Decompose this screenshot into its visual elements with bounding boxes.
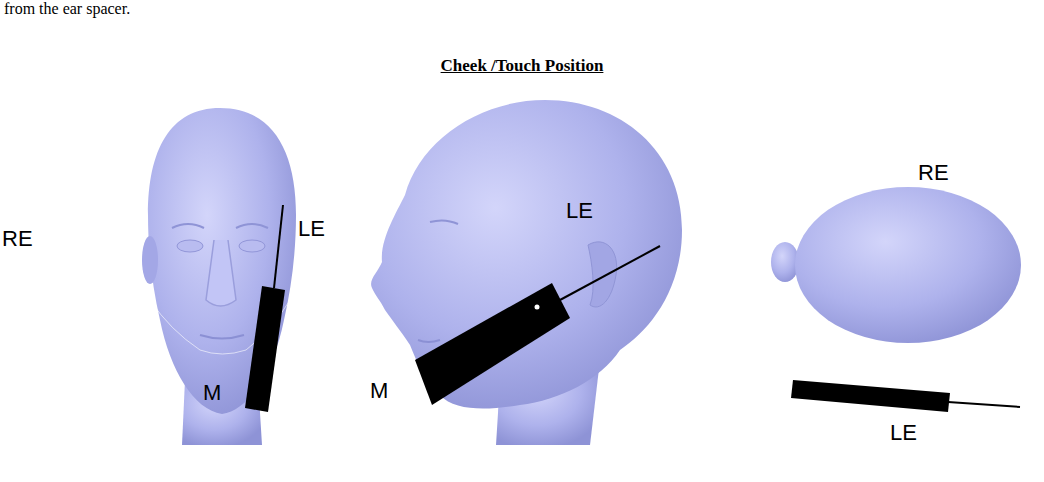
head-outline [795,187,1021,343]
side-head [371,100,682,445]
eye [177,240,203,252]
head-outline [371,100,682,409]
position-label: M [203,382,221,404]
brow [172,224,204,228]
phone [791,380,950,412]
position-label: RE [2,228,33,250]
mouth [200,335,244,339]
ear [588,242,617,307]
antenna [274,205,283,288]
position-label: LE [298,218,325,240]
eye [239,240,265,252]
front-head [142,108,296,445]
antenna [560,246,660,300]
brow [236,224,268,228]
top-head [771,187,1021,412]
head-outline [148,108,296,414]
position-label: LE [566,200,593,222]
ear [142,236,158,284]
eye [430,220,458,224]
position-label: LE [890,422,917,444]
nose [771,242,799,282]
mouth [418,340,440,342]
phone [245,286,285,412]
figure-title: Cheek /Touch Position [0,56,1044,76]
position-label: M [370,380,388,402]
phone-mark [535,305,540,310]
position-label: RE [918,162,949,184]
note-text: from the ear spacer. [4,1,130,17]
antenna [948,402,1020,407]
phone [415,283,570,405]
nose [206,240,236,306]
